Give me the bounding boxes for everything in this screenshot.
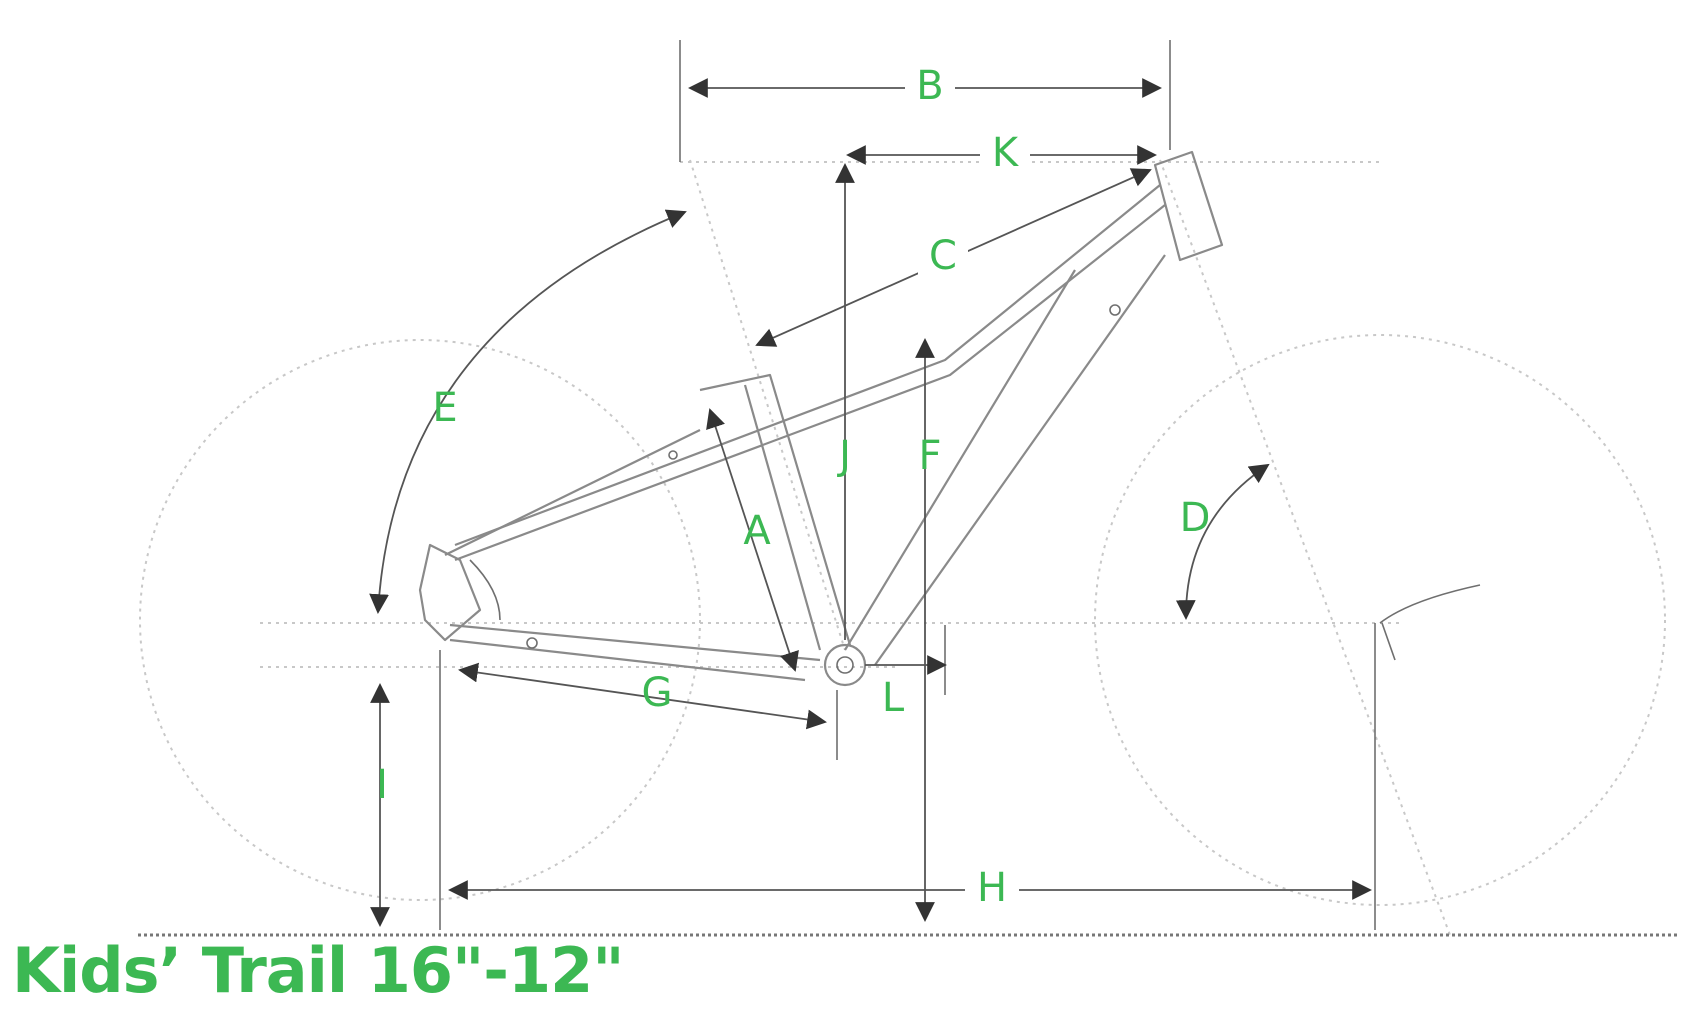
label-e: E	[432, 385, 457, 431]
dim-g-arrow	[458, 662, 827, 730]
label-i: I	[376, 762, 388, 808]
label-j: J	[836, 433, 851, 479]
label-d: D	[1180, 495, 1211, 541]
label-l: L	[882, 675, 905, 721]
dim-a-arrow	[706, 408, 799, 672]
label-g: G	[642, 670, 673, 716]
label-c: C	[929, 233, 957, 279]
seat-axis-line	[689, 159, 846, 651]
label-h: H	[977, 865, 1007, 911]
dim-e-arrow	[369, 209, 687, 614]
label-k: K	[992, 130, 1020, 176]
steering-axis-line	[1159, 159, 1451, 936]
label-a: A	[743, 508, 771, 554]
rear-wheel	[139, 339, 701, 901]
bike-frame	[418, 150, 1481, 687]
front-wheel	[1094, 334, 1666, 906]
label-f: F	[918, 433, 941, 479]
label-b: B	[916, 63, 943, 109]
dim-d-arrow	[1175, 463, 1270, 620]
diagram-title: Kids’ Trail 16"-12"	[12, 934, 625, 1007]
